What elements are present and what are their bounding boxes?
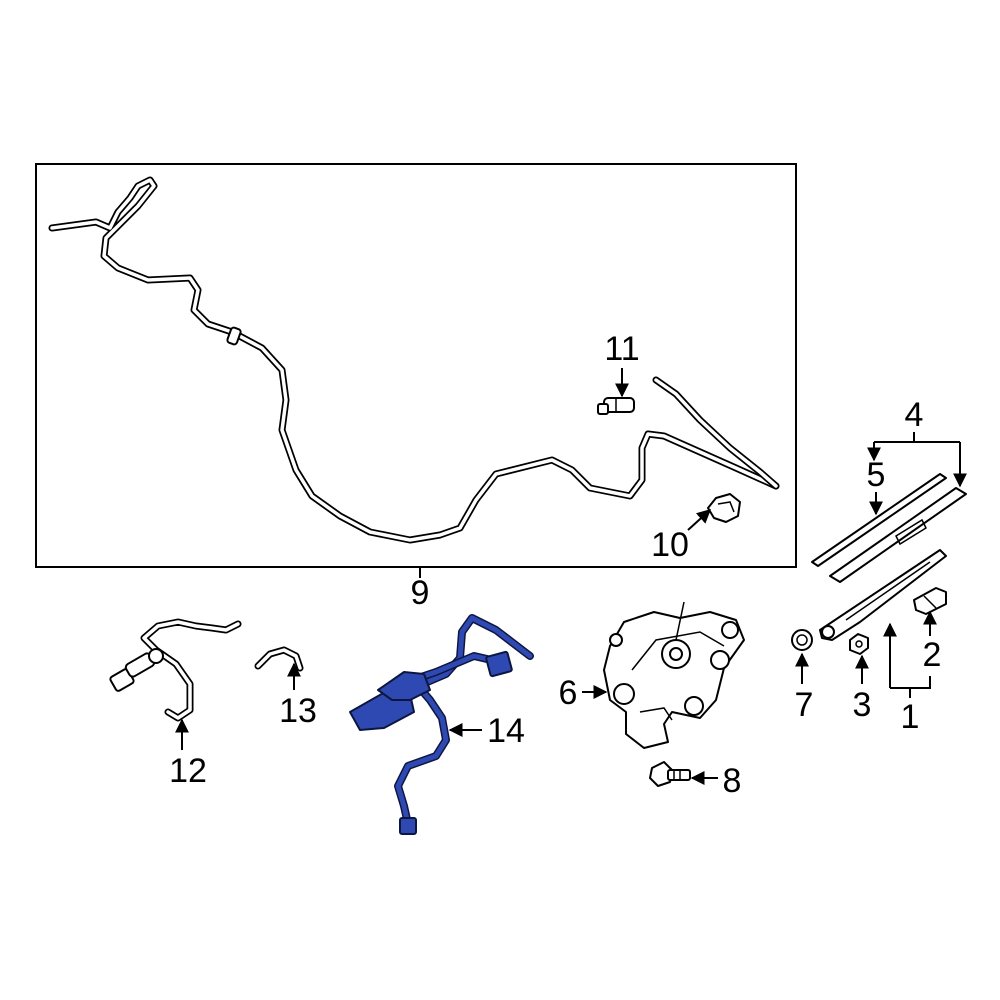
arm-cap[interactable] bbox=[913, 587, 947, 615]
callout-labels: 9 11 10 12 13 14 6 8 7 3 1 2 5 4 bbox=[169, 330, 941, 800]
wiper-blade[interactable] bbox=[811, 473, 947, 567]
arm-nut[interactable] bbox=[849, 633, 869, 655]
leader-lines bbox=[175, 368, 967, 785]
callout-4: 4 bbox=[905, 396, 924, 434]
harness-clip[interactable] bbox=[254, 646, 304, 672]
motor-bolt[interactable] bbox=[649, 761, 691, 787]
harness-lead[interactable] bbox=[109, 618, 242, 722]
wiper-motor[interactable] bbox=[603, 601, 745, 749]
inset-frame bbox=[35, 163, 797, 568]
callout-13: 13 bbox=[279, 692, 317, 730]
callout-7: 7 bbox=[795, 686, 814, 724]
callout-1: 1 bbox=[901, 698, 920, 736]
wiper-arm[interactable] bbox=[819, 549, 947, 641]
seal-washer[interactable] bbox=[791, 629, 813, 651]
wiper-blade-assembly[interactable] bbox=[829, 487, 967, 583]
callout-3: 3 bbox=[853, 686, 872, 724]
callout-2: 2 bbox=[923, 636, 942, 674]
hose-grommet[interactable] bbox=[707, 493, 741, 523]
washer-nozzle[interactable] bbox=[597, 397, 635, 415]
callout-5: 5 bbox=[867, 456, 886, 494]
callout-11: 11 bbox=[604, 330, 639, 368]
callout-14: 14 bbox=[487, 712, 525, 750]
callout-6: 6 bbox=[559, 674, 578, 712]
callout-9: 9 bbox=[411, 574, 430, 612]
callout-8: 8 bbox=[723, 762, 742, 800]
washer-hose[interactable] bbox=[48, 176, 780, 544]
callout-12: 12 bbox=[169, 752, 207, 790]
callout-10: 10 bbox=[651, 526, 689, 564]
wiring-harness-highlighted[interactable] bbox=[349, 614, 534, 835]
